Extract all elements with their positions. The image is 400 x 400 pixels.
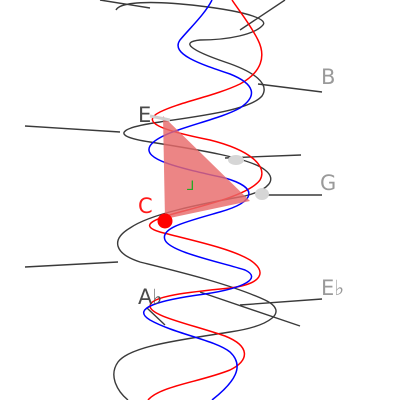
note-label-e-flat: E♭	[321, 276, 344, 300]
connector-eflat	[239, 298, 323, 306]
blue-helix	[142, 0, 253, 400]
red-helix	[147, 0, 263, 400]
green-center-glyph: ⅃	[187, 179, 194, 194]
connector-lower	[199, 291, 301, 327]
ghost-marker-g	[228, 155, 269, 200]
c-point[interactable]	[157, 213, 173, 229]
connector-aflat-tick	[146, 307, 166, 326]
note-label-b: B	[321, 65, 335, 89]
note-label-a-flat: A♭	[138, 285, 162, 309]
connector-top-right	[239, 0, 286, 31]
gray-connectors	[24, 0, 323, 327]
triangle-top-edge	[149, 114, 171, 122]
connector-e-left	[24, 125, 121, 133]
note-label-g: G	[320, 171, 336, 195]
ghost-marker-upper	[228, 155, 244, 165]
connector-top	[99, 0, 151, 9]
triad-triangle-icon	[163, 116, 250, 219]
connector-a-left	[24, 261, 119, 268]
note-label-e: E	[138, 103, 151, 127]
connector-b	[257, 83, 323, 93]
note-label-c: C	[138, 194, 153, 218]
ghost-marker-lower	[255, 188, 269, 200]
